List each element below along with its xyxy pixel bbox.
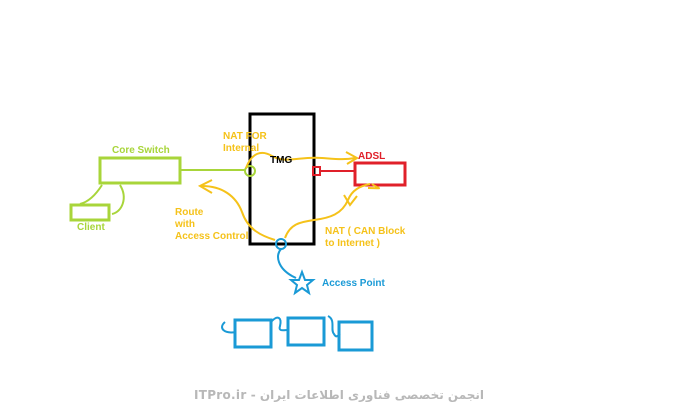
nat-internal-arrowhead	[345, 151, 360, 165]
tmg-box	[248, 112, 316, 246]
footer-watermark: انجمن تخصصی فناوری اطلاعات ایران - ITPro…	[193, 388, 485, 402]
nat-block-arrow	[284, 183, 371, 239]
route-arrowhead	[197, 179, 213, 194]
wireless-client-3	[337, 320, 374, 352]
core-switch-label: Core Switch	[112, 145, 170, 156]
tmg-label: TMG	[270, 155, 293, 166]
client-link-2	[79, 184, 103, 205]
wireless-client-1	[233, 318, 273, 349]
wireless-squiggle-1	[221, 321, 237, 334]
route-label-line2: with	[175, 219, 195, 230]
core-switch-box	[98, 156, 182, 185]
wireless-squiggle-2	[270, 316, 289, 332]
wireless-client-2	[286, 316, 326, 347]
wireless-squiggle-3	[327, 315, 341, 338]
tmg-internal-port	[244, 165, 256, 177]
client-link	[111, 184, 125, 215]
route-label-line1: Route	[175, 207, 204, 218]
access-point-star-icon	[288, 269, 316, 296]
nat-block-label-line1: NAT ( CAN Block	[325, 226, 406, 237]
tmg-to-access-point-link	[277, 248, 297, 279]
client-label: Client	[77, 222, 105, 233]
nat-block-arrowhead	[343, 194, 358, 207]
client-box	[69, 203, 111, 222]
nat-internal-arrow	[245, 151, 356, 169]
adsl-box	[353, 161, 407, 187]
nat-block-label-line2: to Internet )	[325, 238, 380, 249]
nat-block-tail	[367, 183, 380, 190]
route-label-line3: Access Control	[175, 231, 249, 242]
access-point-label: Access Point	[322, 278, 385, 289]
nat-for-internal-label-line1: NAT FOR	[223, 131, 267, 142]
nat-for-internal-label-line2: Internal	[223, 143, 260, 154]
adsl-label: ADSL	[358, 151, 386, 162]
route-access-control-arrow	[201, 185, 276, 241]
